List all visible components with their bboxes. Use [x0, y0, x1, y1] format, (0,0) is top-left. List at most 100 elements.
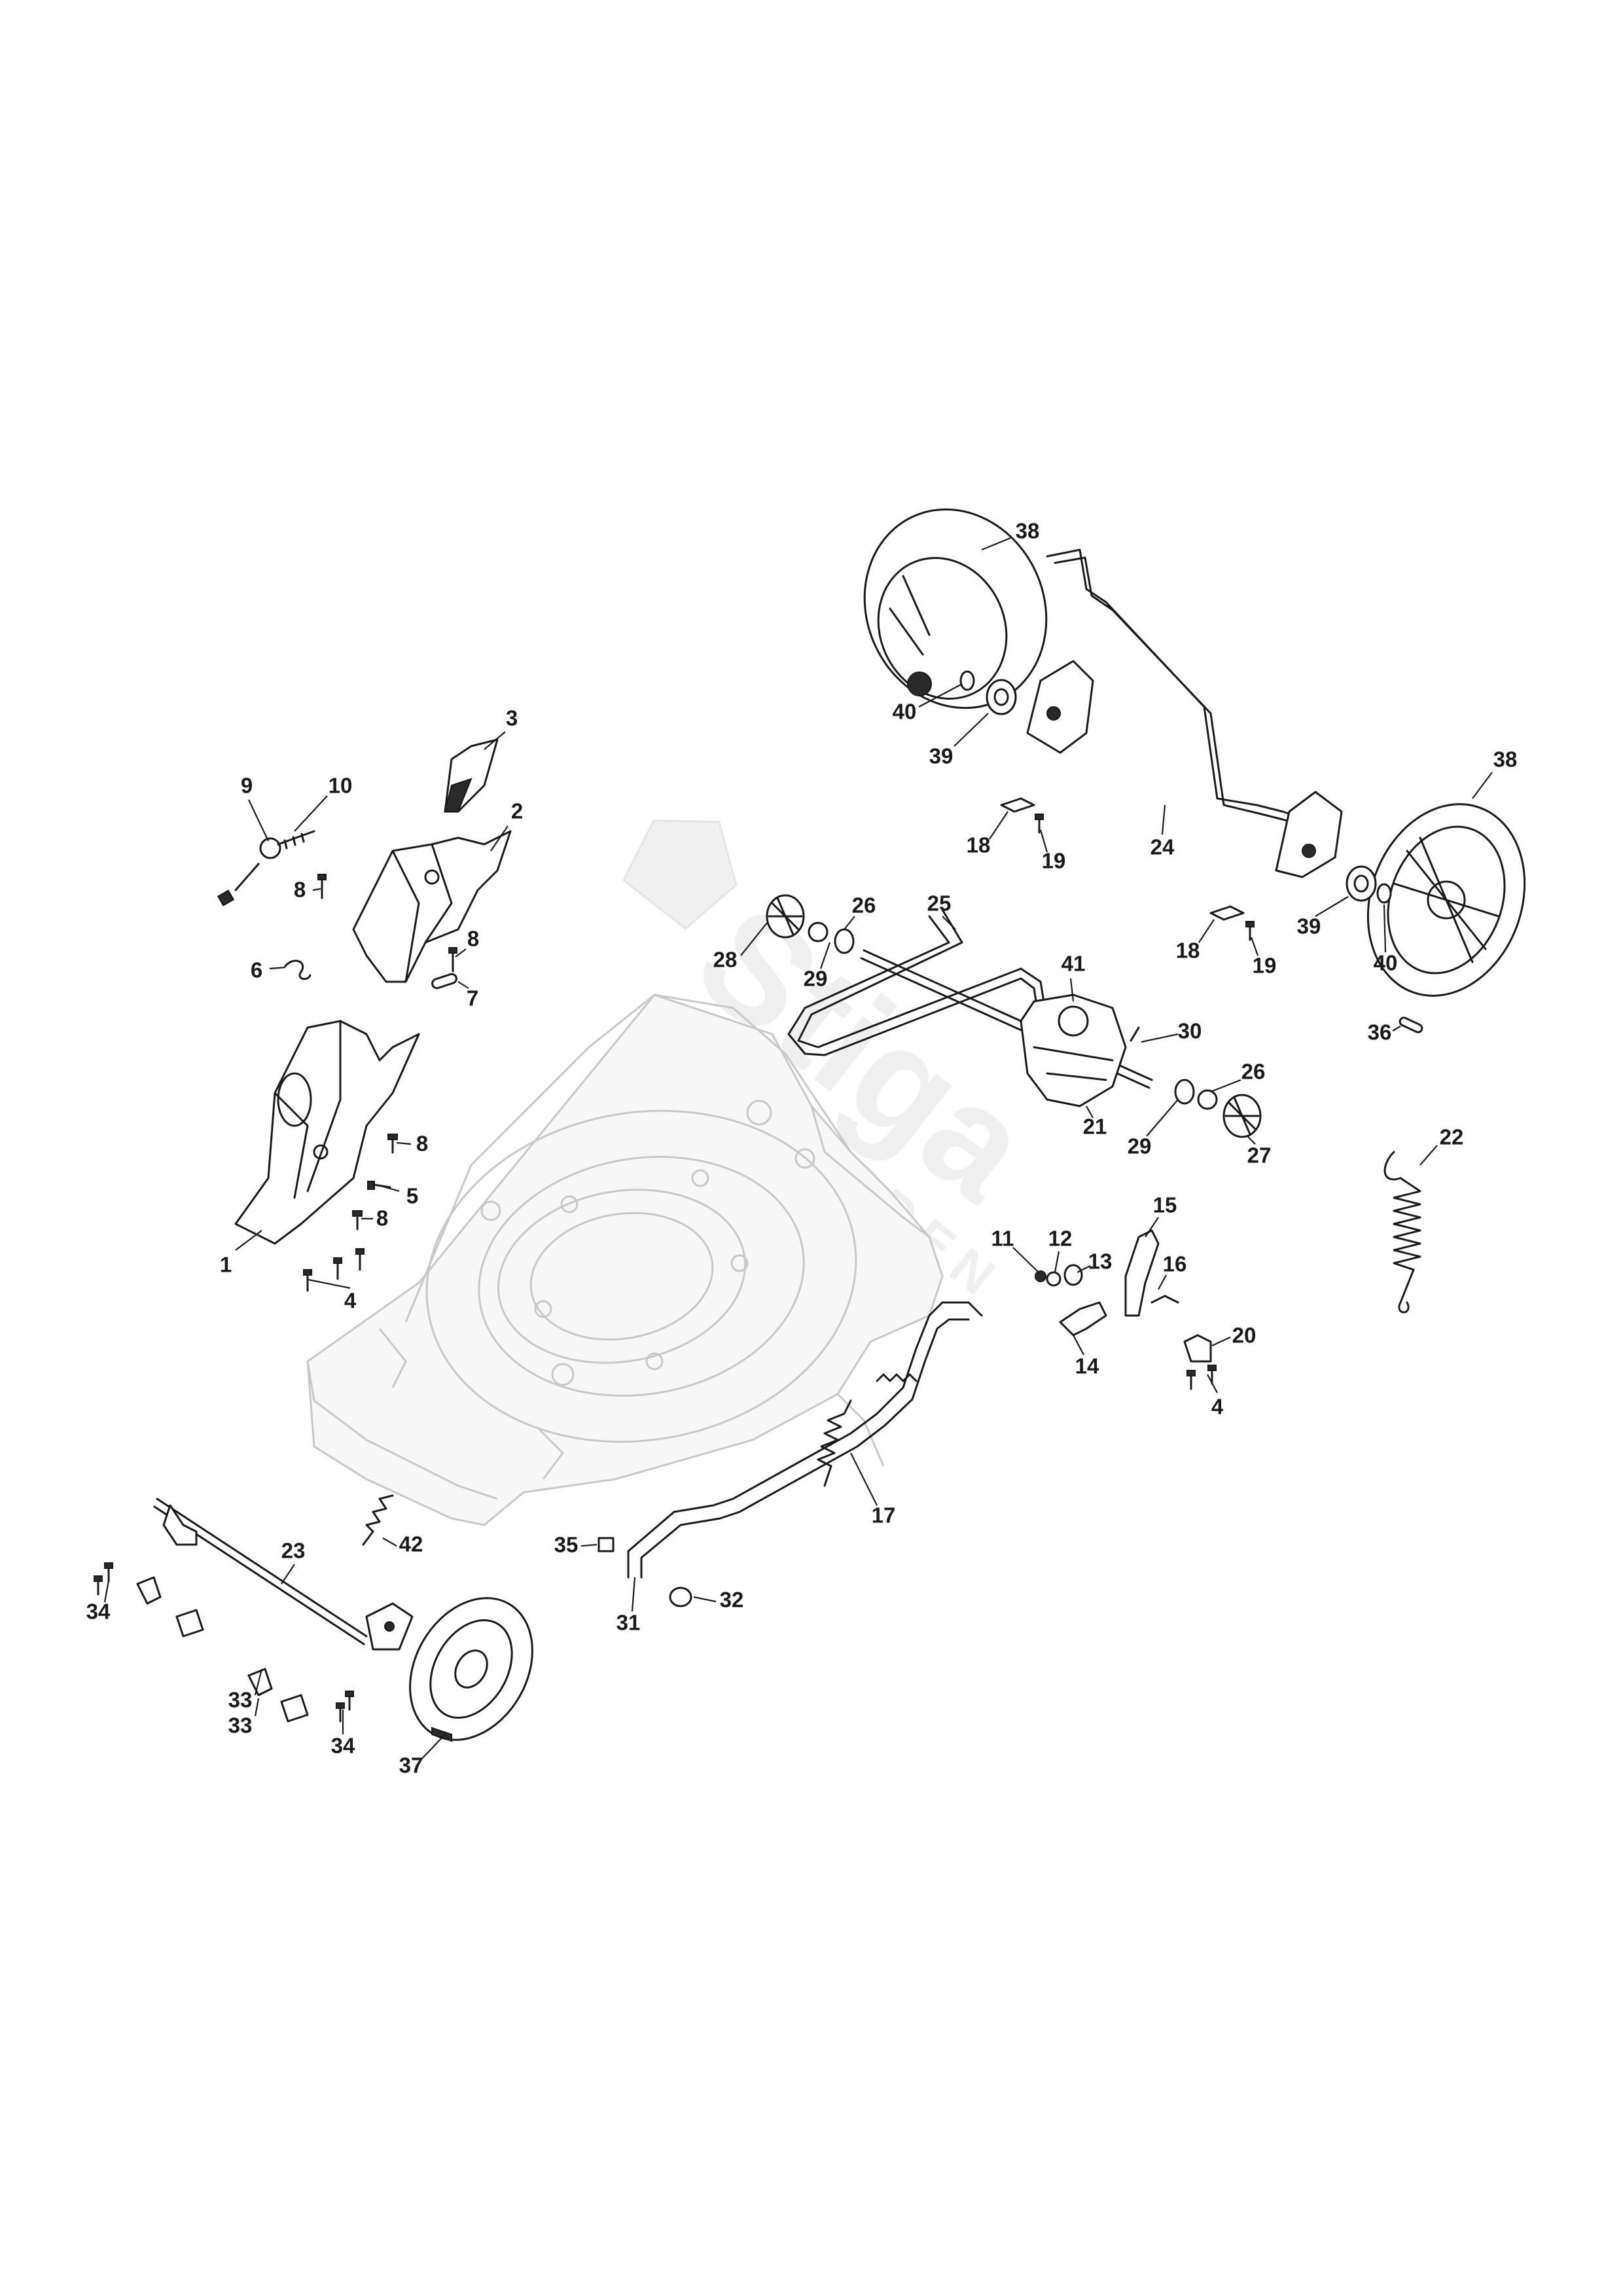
bracket	[1183, 1334, 1217, 1390]
mower-deck	[306, 994, 944, 1526]
callout-label-17: 17	[872, 1503, 896, 1528]
callout-label-7: 7	[467, 986, 478, 1011]
callout-leader-1	[235, 1230, 262, 1251]
callout-label-30: 30	[1178, 1019, 1202, 1043]
callout-label-40: 40	[1374, 951, 1398, 975]
callout-leader-11	[1012, 1247, 1040, 1274]
callout-leader-38	[1472, 772, 1493, 799]
lever-spring	[817, 1399, 852, 1487]
callout-leader-19	[1039, 829, 1048, 853]
callout-leader-3	[484, 731, 506, 750]
nut-clip	[597, 1537, 615, 1552]
callout-label-39: 39	[1297, 914, 1321, 939]
front-wheel	[409, 1597, 533, 1742]
callout-leader-39	[1315, 896, 1349, 917]
callout-leader-36	[1392, 1026, 1401, 1031]
callout-label-22: 22	[1440, 1125, 1464, 1149]
callout-leader-15	[1145, 1217, 1159, 1238]
callout-label-18: 18	[1176, 939, 1200, 963]
callout-label-33: 33	[228, 1713, 253, 1738]
callout-label-33: 33	[228, 1688, 253, 1712]
callout-leader-42	[382, 1537, 397, 1547]
callout-label-40: 40	[893, 700, 917, 724]
callout-leader-30	[1141, 1033, 1179, 1043]
rear-axle	[1026, 548, 1343, 878]
link-pin	[431, 973, 457, 990]
callout-label-5: 5	[406, 1184, 418, 1208]
callout-label-26: 26	[852, 893, 876, 918]
callout-leader-29	[819, 942, 831, 969]
tension-spring	[1383, 1151, 1421, 1314]
axle-clips	[1000, 797, 1255, 941]
callout-leader-20	[1211, 1336, 1231, 1346]
callout-label-6: 6	[251, 958, 262, 982]
callout-leader-28	[740, 922, 768, 956]
callout-label-38: 38	[1016, 519, 1040, 543]
callout-label-12: 12	[1048, 1227, 1073, 1251]
callout-leader-4	[1207, 1374, 1218, 1393]
callout-leader-19	[1250, 937, 1259, 956]
callout-leader-33	[254, 1668, 263, 1696]
callout-label-13: 13	[1088, 1249, 1113, 1274]
rear-cover-upper	[352, 830, 512, 983]
callout-label-21: 21	[1083, 1115, 1107, 1139]
front-spring	[362, 1494, 394, 1546]
callout-leader-26	[1210, 1079, 1241, 1093]
callout-label-4: 4	[1211, 1395, 1224, 1419]
rear-cover-lower	[234, 1020, 420, 1245]
callout-leader-27	[1246, 1135, 1256, 1145]
callout-leader-21	[1086, 1105, 1094, 1119]
drive-pinions	[766, 894, 1262, 1138]
front-brackets	[94, 1562, 354, 1723]
callout-leader-32	[693, 1596, 717, 1603]
callout-label-42: 42	[399, 1532, 423, 1556]
callout-label-2: 2	[511, 799, 523, 823]
callout-label-34: 34	[86, 1600, 111, 1624]
height-adjust-lever	[627, 1301, 983, 1579]
callout-label-11: 11	[991, 1227, 1014, 1251]
callout-label-8: 8	[376, 1206, 388, 1230]
rear-wheel-left	[863, 508, 1048, 709]
callout-label-34: 34	[331, 1734, 355, 1758]
rear-wheel-right	[1366, 803, 1526, 997]
callout-leader-8	[312, 888, 321, 891]
callout-label-23: 23	[281, 1539, 306, 1563]
callout-leader-40	[918, 683, 963, 708]
callout-leader-5	[380, 1185, 400, 1193]
callout-label-16: 16	[1163, 1252, 1187, 1276]
callout-label-27: 27	[1247, 1143, 1272, 1168]
callout-leader-35	[580, 1543, 597, 1547]
callout-leader-31	[631, 1577, 636, 1612]
pin	[1399, 1016, 1423, 1033]
spring-clip	[284, 960, 312, 980]
callout-label-35: 35	[554, 1533, 579, 1557]
callout-leader-4	[307, 1278, 351, 1289]
callout-label-14: 14	[1075, 1354, 1099, 1378]
callout-leader-29	[1146, 1099, 1179, 1137]
callout-leader-13	[1077, 1265, 1091, 1273]
callout-leader-14	[1073, 1335, 1084, 1355]
callout-leader-7	[457, 981, 469, 989]
callout-label-24: 24	[1150, 835, 1175, 859]
callout-label-19: 19	[1042, 849, 1066, 873]
callout-label-39: 39	[929, 744, 954, 768]
callout-label-26: 26	[1241, 1060, 1266, 1084]
callout-label-10: 10	[329, 774, 353, 798]
callout-leader-17	[850, 1452, 878, 1506]
callout-label-32: 32	[720, 1588, 744, 1612]
callout-leader-6	[269, 966, 286, 970]
callout-label-29: 29	[804, 967, 828, 991]
callout-leader-34	[103, 1580, 110, 1603]
callout-leader-2	[490, 825, 508, 852]
callout-leader-37	[419, 1734, 446, 1761]
callout-label-41: 41	[1061, 952, 1086, 976]
lever-knob	[669, 1587, 692, 1607]
callout-label-19: 19	[1253, 954, 1277, 978]
callout-label-18: 18	[967, 833, 991, 857]
front-axle	[153, 1498, 414, 1651]
callout-leader-16	[1158, 1274, 1167, 1290]
cable-adjuster	[217, 830, 315, 906]
callout-leader-10	[294, 795, 328, 832]
callout-label-9: 9	[241, 774, 253, 798]
